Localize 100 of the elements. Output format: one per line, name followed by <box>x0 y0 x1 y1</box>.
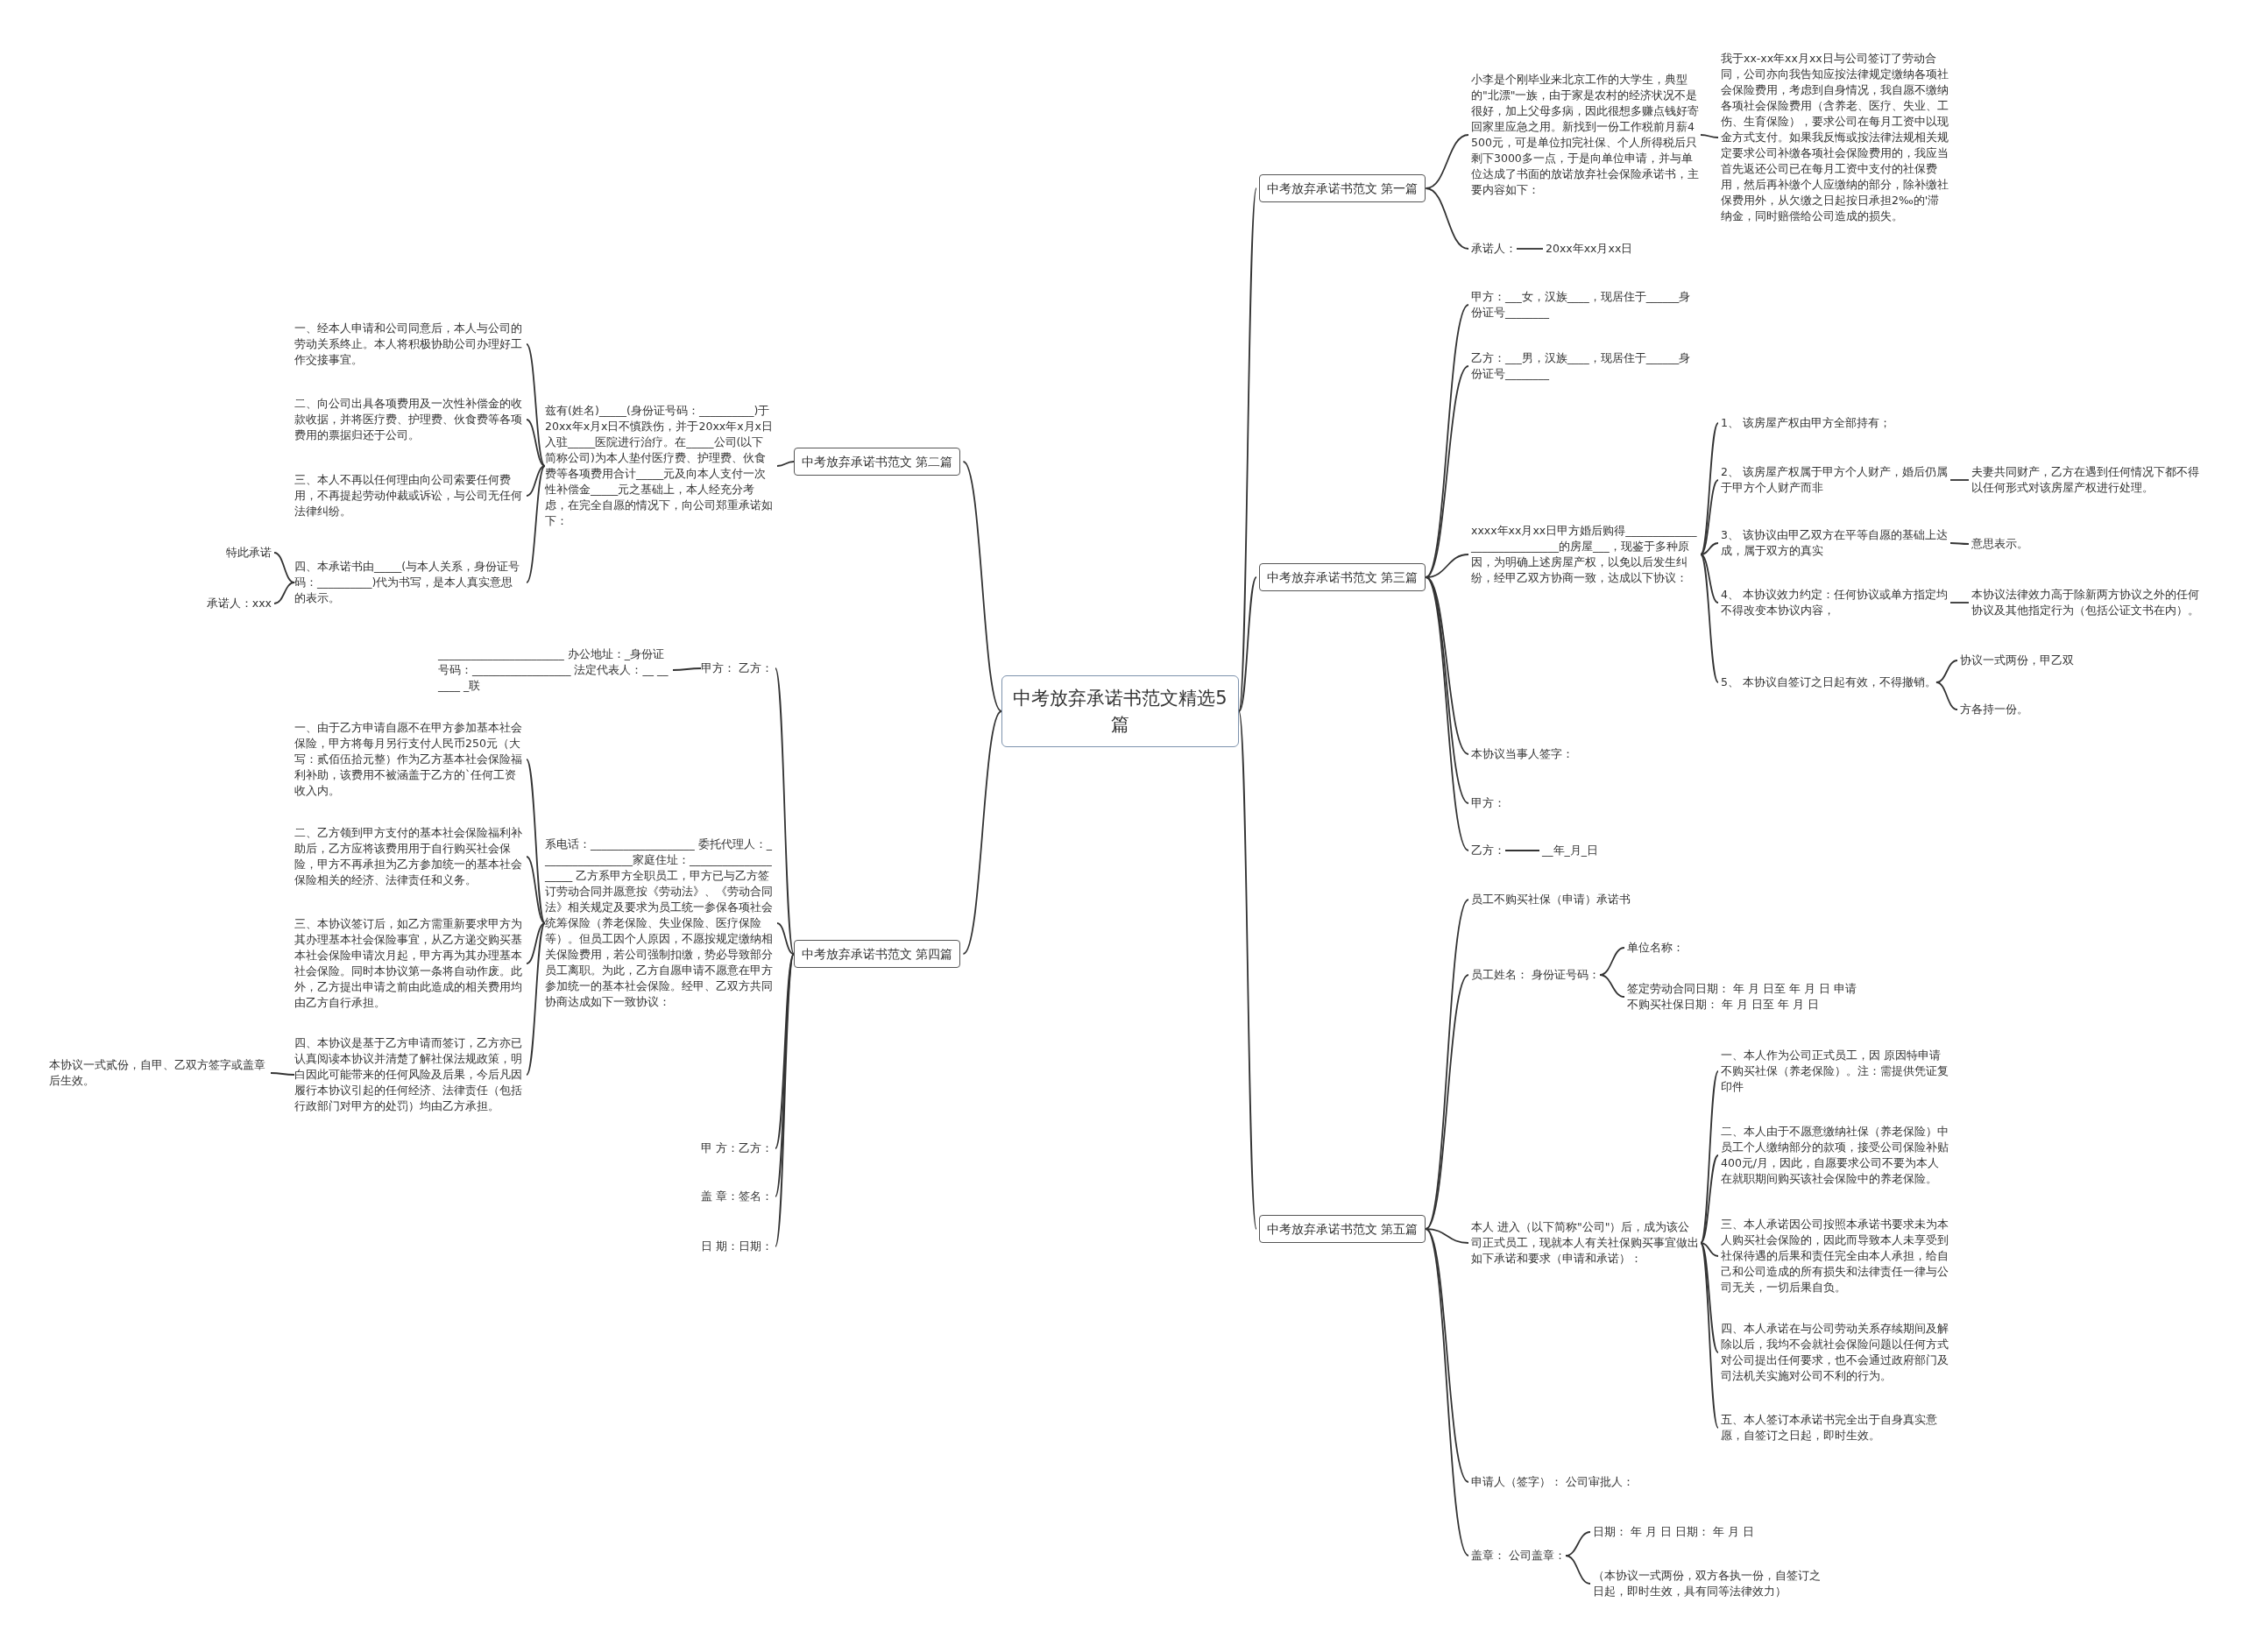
topic-text: 本协议一式贰份，自甲、乙双方签字或盖章后生效。 <box>49 1057 268 1089</box>
topic-text: 三、本人承诺因公司按照本承诺书要求未为本人购买社会保险的，因此而导致本人未享受到社保待遇的后果和责任完全由本人承担，给自己和公司造成的所有损失和法律责任一律与公司无关，一切后果自负。 <box>1721 1217 1950 1295</box>
topic-text: 1、 该房屋产权由甲方全部持有； <box>1721 415 1891 431</box>
topic-text: 甲方： <box>1471 795 1505 811</box>
connector-line <box>1949 479 1970 481</box>
connector-line <box>1425 576 1469 851</box>
topic-text: 三、本人不再以任何理由向公司索要任何费用，不再提起劳动仲裁或诉讼，与公司无任何法律纠纷。 <box>294 472 524 519</box>
topic-text: 盖 章：签名： <box>701 1189 773 1204</box>
topic-text: _______________________ 办公地址：_身份证号码：__________________ 法定代表人：__ ______ _联 <box>438 646 670 694</box>
connector-line <box>526 465 546 497</box>
connector-line <box>1949 602 1970 604</box>
topic-text: 四、本协议是基于乙方申请而签订，乙方亦已认真阅读本协议并清楚了解社保法规政策，明白因此可能带来的任何风险及后果，今后凡因履行本协议引起的任何经济、法律责任（包括行政部门对甲方的处罚）均由乙方承担。 <box>294 1035 524 1114</box>
topic-text: 一、经本人申请和公司同意后，本人与公司的劳动关系终止。本人将积极协助公司办理好工作交接事宜。 <box>294 321 524 368</box>
topic-text: 3、 该协议由甲乙双方在平等自愿的基础上达成，属于双方的真实 <box>1721 527 1950 559</box>
topic-text: 特此承诺 <box>193 545 272 561</box>
branch-topic-box: 中考放弃承诺书范文 第五篇 <box>1259 1215 1426 1243</box>
topic-text: 本协议法律效力高于除新两方协议之外的任何协议及其他指定行为（包括公证文书在内）。 <box>1971 587 2208 618</box>
connector-line <box>526 759 546 924</box>
connector-line <box>1425 365 1469 578</box>
topic-text: 夫妻共同财产，乙方在遇到任何情况下都不得以任何形式对该房屋产权进行处理。 <box>1971 464 2208 496</box>
topic-text: 单位名称： <box>1627 940 1684 956</box>
topic-text: 二、向公司出具各项费用及一次性补偿金的收款收据，并将医疗费、护理费、伙食费等各项费用的票据归还于公司。 <box>294 396 524 443</box>
topic-text: __年_月_日 <box>1542 843 1598 858</box>
topic-text: 签定劳动合同日期： 年 月 日至 年 月 日 申请不购买社保日期： 年 月 日至 年 月 日 <box>1627 981 1864 1013</box>
topic-text: 员工姓名： 身份证号码： <box>1471 967 1600 983</box>
connector-line <box>1516 248 1544 250</box>
connector-line <box>1949 542 1970 545</box>
topic-text: 日期： 年 月 日 日期： 年 月 日 <box>1593 1524 1754 1540</box>
topic-text: 四、本承诺书由_____(与本人关系，身份证号码：__________)代为书写，是本人真实意思的表示。 <box>294 559 524 606</box>
connector-line <box>776 922 795 955</box>
connector-line <box>672 667 702 671</box>
connector-line <box>1238 187 1257 712</box>
connector-line <box>776 461 795 467</box>
connector-line <box>1238 710 1257 1230</box>
topic-text: 系电话：___________________ 委托代理人：_________________家庭住址：____________________ 乙方系甲方全职员工，甲方已与乙方签订劳动合同并愿意按《劳动法》、《劳动合同法》相关规定及要求为员工统一参保各项社会统筹保险（养老保险、失业保险、医疗保险等）。但员工因个人原因，不愿按规定缴纳相关保险费用，若公司强制扣缴，势必导致部分员工离职。为此，乙方自愿申请不愿意在甲方参加统一的基本社会保险。经甲、乙双方共同协商达成如下一致协议： <box>545 837 775 1010</box>
connector-line <box>1425 974 1469 1230</box>
topic-text: 一、本人作为公司正式员工，因 原因特申请不购买社保（养老保险）。注：需提供凭证复印件 <box>1721 1048 1950 1095</box>
topic-text: 四、本人承诺在与公司劳动关系存续期间及解除以后，我均不会就社会保险问题以任何方式对公司提出任何要求，也不会通过政府部门及司法机关实施对公司不利的行为。 <box>1721 1321 1950 1384</box>
connector-line <box>1700 1242 1719 1353</box>
connector-line <box>1935 660 1958 683</box>
connector-line <box>270 1072 295 1076</box>
topic-text: 方各持一份。 <box>1960 702 2028 717</box>
topic-text: 5、 本协议自签订之日起有效，不得撤销。 <box>1721 674 1936 690</box>
central-topic-box: 中考放弃承诺书范文精选5篇 <box>1001 675 1239 747</box>
connector-line <box>1700 554 1719 604</box>
connector-line <box>1700 1242 1719 1257</box>
connector-line <box>1238 576 1257 712</box>
topic-text: 五、本人签订本承诺书完全出于自身真实意愿，自签订之日起，即时生效。 <box>1721 1412 1950 1444</box>
topic-text: 兹有(姓名)_____(身份证号码：__________)于20xx年x月x日不慎跌伤，并于20xx年x月x日入驻_____医院进行治疗。在_____公司(以下简称公司)为本人垫付医疗费、护理费、伙食费等各项费用合计_____元及向本人支付一次性补偿金_____元之基础上，本人经充分考虑，在完全自愿的情况下，向公司郑重承诺如下： <box>545 403 775 529</box>
connector-line <box>1700 554 1719 683</box>
topic-text: 2、 该房屋产权属于甲方个人财产，婚后仍属于甲方个人财产而非 <box>1721 464 1950 496</box>
branch-topic-box: 中考放弃承诺书范文 第三篇 <box>1259 563 1426 591</box>
topic-text: 二、乙方领到甲方支付的基本社会保险福利补助后，乙方应将该费用用于自行购买社会保险，甲方不再承担为乙方参加统一的基本社会保险相关的经济、法律责任和义务。 <box>294 825 524 888</box>
topic-text: 意思表示。 <box>1971 536 2028 552</box>
topic-text: 我于xx-xx年xx月xx日与公司签订了劳动合同，公司亦向我告知应按法律规定缴纳各项社会保险费用，考虑到自身情况，我自愿不缴纳各项社会保险费用（含养老、医疗、失业、工伤、生育保险），要求公司在每月工资中以现金方式支付。如果我反悔或按法律法规相关规定要求公司补缴各项社会保险费用的，我应当首先返还公司已在每月工资中支付的社保费用，然后再补缴个人应缴纳的部分，除补缴社保费用外，从欠缴之日起按日承担2‰的'滞纳金，同时赔偿给公司造成的损失。 <box>1721 51 1950 224</box>
connector-line <box>1425 187 1469 250</box>
connector-line <box>962 461 1002 712</box>
connector-line <box>1935 681 1958 710</box>
connector-line <box>526 465 546 583</box>
connector-line <box>1425 1228 1469 1557</box>
topic-text: 日 期：日期： <box>701 1239 773 1254</box>
topic-text: 一、由于乙方申请自愿不在甲方参加基本社会保险，甲方将每月另行支付人民币250元（大写：贰佰伍拾元整）作为乙方基本社会保险福利补助，该费用不被涵盖于乙方的`任何工资收入内。 <box>294 720 524 799</box>
topic-text: 甲 方：乙方： <box>701 1140 773 1156</box>
topic-text: 申请人（签字）： 公司审批人： <box>1471 1474 1634 1490</box>
connector-line <box>1700 422 1719 555</box>
connector-line <box>775 667 795 955</box>
branch-topic-box: 中考放弃承诺书范文 第二篇 <box>794 448 961 476</box>
topic-text: 本协议当事人签字： <box>1471 746 1574 762</box>
branch-topic-box: 中考放弃承诺书范文 第一篇 <box>1259 174 1426 202</box>
topic-text: 本人 进入（以下简称"公司"）后，成为该公司正式员工，现就本人有关社保购买事宜做出如下承诺和要求（申请和承诺）： <box>1471 1219 1701 1267</box>
connector-line <box>1700 134 1719 138</box>
topic-text: （本协议一式两份，双方各执一份，自签订之日起，即时生效，具有同等法律效力） <box>1593 1568 1829 1599</box>
connector-line <box>526 856 546 924</box>
connector-line <box>526 922 546 964</box>
connector-line <box>1599 974 1625 998</box>
connector-line <box>1425 1228 1469 1483</box>
connector-line <box>526 343 546 467</box>
branch-topic-box: 中考放弃承诺书范文 第四篇 <box>794 940 961 968</box>
topic-text: 乙方：___男，汉族____，现居住于______身份证号________ <box>1471 350 1701 382</box>
connector-line <box>1700 1154 1719 1244</box>
topic-text: 甲方：___女，汉族____，现居住于______身份证号________ <box>1471 289 1701 321</box>
connector-line <box>526 922 546 1076</box>
topic-text: 小李是个刚毕业来北京工作的大学生，典型的"北漂"一族，由于家是农村的经济状况不是很好，加上父母多病，因此很想多赚点钱好寄回家里应急之用。新找到一份工作税前月薪4500元，可是单位扣完社保、个人所得税后只剩下3000多一点，于是向单位申请，并与单位达成了书面的放诺放弃社会保险承诺书，主要内容如下： <box>1471 72 1701 198</box>
topic-text: 20xx年xx月xx日 <box>1546 241 1633 257</box>
topic-text: 三、本协议签订后，如乙方需重新要求甲方为其办理基本社会保险事宜，从乙方递交购买基本社会保险申请次月起，甲方再为其办理基本社会保险。同时本协议第一条将自动作废。此外，乙方提出申请之前由此造成的相关费用均由乙方自行承担。 <box>294 916 524 1011</box>
connector-line <box>273 582 295 604</box>
connector-line <box>1504 850 1540 851</box>
topic-text: 承诺人：xxx <box>193 596 272 611</box>
topic-text: 乙方： <box>1471 843 1505 858</box>
topic-text: 4、 本协议效力约定：任何协议或单方指定均不得改变本协议内容， <box>1721 587 1950 618</box>
topic-text: 员工不购买社保（申请）承诺书 <box>1471 892 1631 907</box>
connector-line <box>526 419 546 467</box>
topic-text: xxxx年xx月xx日甲方婚后购得_____________________________的房屋___，现鉴于多种原因，为明确上述房屋产权，以免以后发生纠纷，经甲乙双方协商一致，达成以下协议： <box>1471 523 1701 586</box>
topic-text: 承诺人： <box>1471 241 1517 257</box>
topic-text: 甲方： 乙方： <box>701 660 773 676</box>
connector-line <box>1700 542 1719 555</box>
topic-text: 二、本人由于不愿意缴纳社保（养老保险）中员工个人缴纳部分的款项，接受公司保险补贴400元/月，因此，自愿要求公司不要为本人在就职期间购买该社会保险中的养老保险。 <box>1721 1124 1950 1187</box>
connector-line <box>1565 1555 1591 1585</box>
connector-line <box>1700 479 1719 555</box>
connector-line <box>273 552 295 583</box>
